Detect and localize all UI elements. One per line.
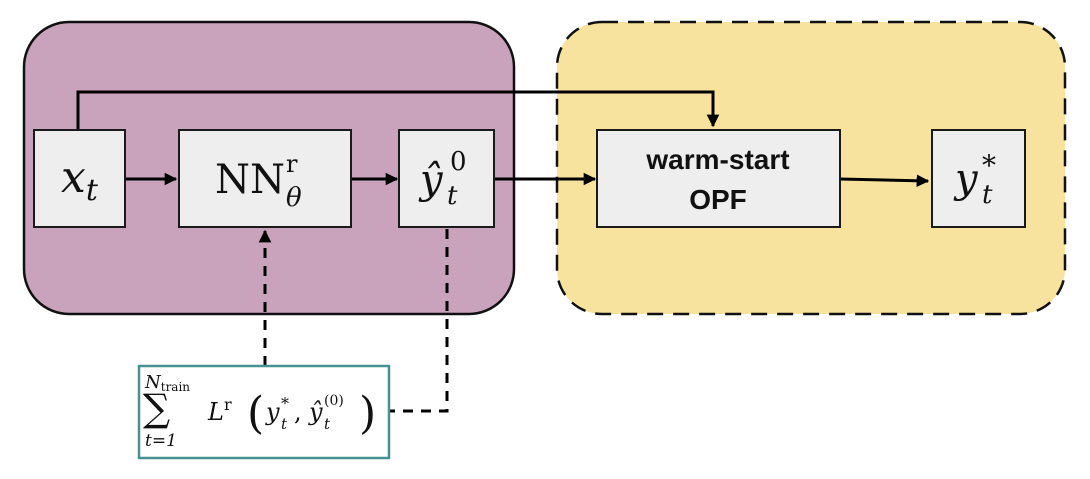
output-label-sub: t [982, 180, 993, 210]
network-label-sup: r [286, 150, 298, 178]
loss-arg1-sup: * [281, 394, 289, 413]
prediction-to-loss-dashed-line [389, 229, 449, 413]
loss-arg2-sub: t [324, 415, 331, 433]
arrow-opf-to-output [839, 174, 930, 188]
network-label-base: NN [215, 157, 285, 203]
network-node [178, 129, 352, 228]
loss-sum-symbol: ∑ [143, 386, 170, 430]
input-label: xt [61, 152, 99, 208]
output-label-var: y [953, 156, 979, 202]
output-node [931, 129, 1026, 228]
loss-comma: , [294, 398, 302, 426]
prediction-node [398, 129, 495, 228]
loss-arg1: y [265, 398, 280, 426]
loss-sum-upper: Ntrain [144, 372, 190, 394]
prediction-label-sub: t [447, 181, 458, 211]
loss-open-paren: ( [247, 388, 264, 439]
opf-label-line1: warm-start [645, 144, 789, 175]
loss-arg2: ŷ [308, 398, 323, 426]
prediction-label-var: ŷ [418, 157, 444, 203]
loss-arg1-sub: t [281, 415, 288, 433]
prediction-label-sup: 0 [450, 147, 467, 177]
output-label-sup: * [982, 149, 996, 182]
loss-box [137, 364, 391, 460]
network-label-sub: θ [286, 183, 302, 213]
opf-node [596, 129, 841, 228]
skip-connection-arrow [76, 90, 720, 130]
loss-sum-lower: t=1 [145, 431, 177, 451]
input-node [33, 129, 126, 228]
loss-arg2-sup: (0) [324, 393, 344, 409]
loss-close-paren: ) [359, 388, 376, 439]
loss-function: Lr [207, 395, 232, 426]
opf-label-line2: OPF [689, 184, 747, 215]
